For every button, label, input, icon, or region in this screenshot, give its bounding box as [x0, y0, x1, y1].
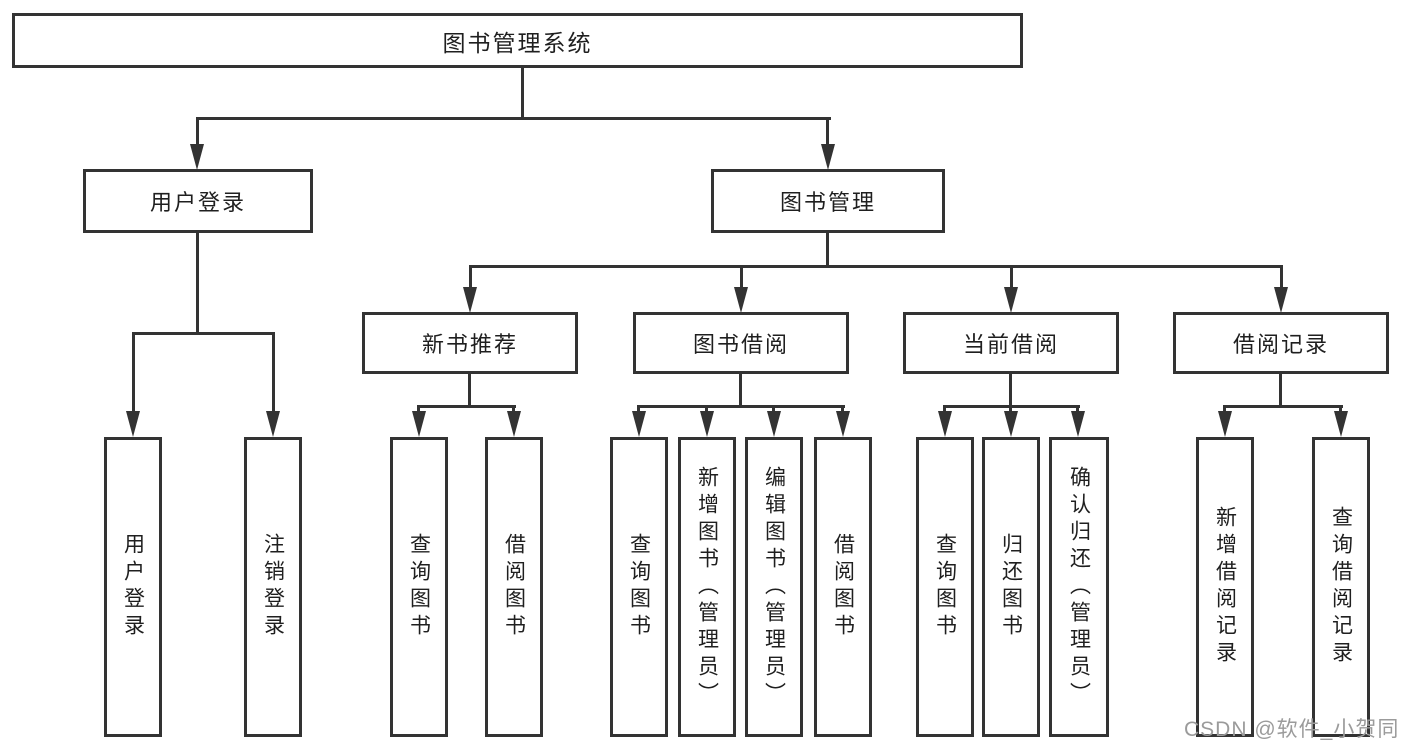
connector-line: [772, 405, 775, 414]
connector-line: [826, 231, 829, 267]
leaf-label: 查询图书: [407, 533, 431, 641]
connector-line: [740, 265, 743, 288]
node-label: 用户登录: [149, 190, 246, 215]
arrow-down-icon: [938, 411, 952, 437]
node-label: 图书借阅: [692, 332, 789, 357]
leaf-query-books-current: 查询图书: [916, 437, 974, 737]
connector-line: [705, 405, 708, 414]
connector-line: [943, 405, 946, 414]
leaf-logout: 注销登录: [244, 437, 302, 737]
connector-line: [468, 372, 471, 407]
arrow-down-icon: [190, 144, 204, 170]
connector-line: [1223, 405, 1343, 408]
arrow-down-icon: [836, 411, 850, 437]
connector-line: [1279, 372, 1282, 407]
node-user-login: 用户登录: [83, 169, 313, 233]
leaf-label: 查询图书: [933, 533, 957, 641]
leaf-edit-books-admin: 编辑图书（管理员）: [745, 437, 803, 737]
arrow-down-icon: [1334, 411, 1348, 437]
node-borrowing-records: 借阅记录: [1173, 312, 1389, 374]
connector-line: [826, 117, 829, 146]
connector-line: [132, 332, 135, 412]
arrow-down-icon: [126, 411, 140, 437]
leaf-label: 借阅图书: [831, 533, 855, 641]
arrow-down-icon: [1004, 411, 1018, 437]
leaf-label: 归还图书: [999, 533, 1023, 641]
node-book-borrowing: 图书借阅: [633, 312, 849, 374]
leaf-borrow-books-recommendation: 借阅图书: [485, 437, 543, 737]
connector-line: [417, 405, 516, 408]
node-label: 借阅记录: [1232, 332, 1329, 357]
connector-line: [841, 405, 844, 414]
leaf-query-books-borrowing: 查询图书: [610, 437, 668, 737]
connector-line: [1076, 405, 1079, 414]
connector-line: [1010, 265, 1013, 288]
csdn-watermark: CSDN @软件_小贺同学: [1184, 718, 1400, 741]
arrow-down-icon: [1218, 411, 1232, 437]
node-label: 图书管理系统: [442, 29, 593, 56]
node-label: 新书推荐: [421, 332, 518, 357]
arrow-down-icon: [266, 411, 280, 437]
leaf-label: 借阅图书: [502, 533, 526, 641]
arrow-down-icon: [632, 411, 646, 437]
connector-line: [132, 332, 275, 335]
connector-line: [469, 265, 1282, 268]
arrow-down-icon: [412, 411, 426, 437]
leaf-label: 新增图书（管理员）: [695, 465, 719, 709]
leaf-label: 确认归还（管理员）: [1067, 465, 1091, 709]
leaf-label: 新增借阅记录: [1213, 506, 1237, 668]
arrow-down-icon: [700, 411, 714, 437]
leaf-query-books-recommendation: 查询图书: [390, 437, 448, 737]
connector-line: [521, 66, 524, 119]
arrow-down-icon: [1071, 411, 1085, 437]
connector-line: [512, 405, 515, 414]
arrow-down-icon: [734, 287, 748, 313]
connector-line: [1280, 265, 1283, 288]
arrow-down-icon: [821, 144, 835, 170]
connector-line: [417, 405, 420, 414]
connector-line: [469, 265, 472, 288]
leaf-label: 编辑图书（管理员）: [762, 465, 786, 709]
connector-line: [739, 372, 742, 407]
node-library-management-system: 图书管理系统: [12, 13, 1023, 68]
leaf-confirm-return-admin: 确认归还（管理员）: [1049, 437, 1109, 737]
connector-line: [637, 405, 845, 408]
leaf-add-borrowing-record: 新增借阅记录: [1196, 437, 1254, 737]
leaf-label: 查询借阅记录: [1329, 506, 1353, 668]
connector-line: [1009, 405, 1012, 414]
connector-line: [196, 231, 199, 334]
leaf-user-login: 用户登录: [104, 437, 162, 737]
leaf-return-books: 归还图书: [982, 437, 1040, 737]
connector-line: [1009, 372, 1012, 407]
leaf-query-borrowing-record: 查询借阅记录: [1312, 437, 1370, 737]
arrow-down-icon: [463, 287, 477, 313]
leaf-label: 用户登录: [121, 533, 145, 641]
arrow-down-icon: [1274, 287, 1288, 313]
arrow-down-icon: [1004, 287, 1018, 313]
connector-line: [196, 117, 831, 120]
arrow-down-icon: [767, 411, 781, 437]
node-new-book-recommendation: 新书推荐: [362, 312, 578, 374]
connector-line: [196, 117, 199, 146]
node-label: 图书管理: [779, 190, 876, 215]
node-current-borrowing: 当前借阅: [903, 312, 1119, 374]
node-label: 当前借阅: [962, 332, 1059, 357]
connector-line: [1339, 405, 1342, 414]
leaf-add-books-admin: 新增图书（管理员）: [678, 437, 736, 737]
arrow-down-icon: [507, 411, 521, 437]
connector-line: [1223, 405, 1226, 414]
leaf-label: 查询图书: [627, 533, 651, 641]
node-book-management: 图书管理: [711, 169, 945, 233]
leaf-label: 注销登录: [261, 533, 285, 641]
connector-line: [637, 405, 640, 414]
connector-line: [272, 332, 275, 412]
leaf-borrow-books-borrowing: 借阅图书: [814, 437, 872, 737]
